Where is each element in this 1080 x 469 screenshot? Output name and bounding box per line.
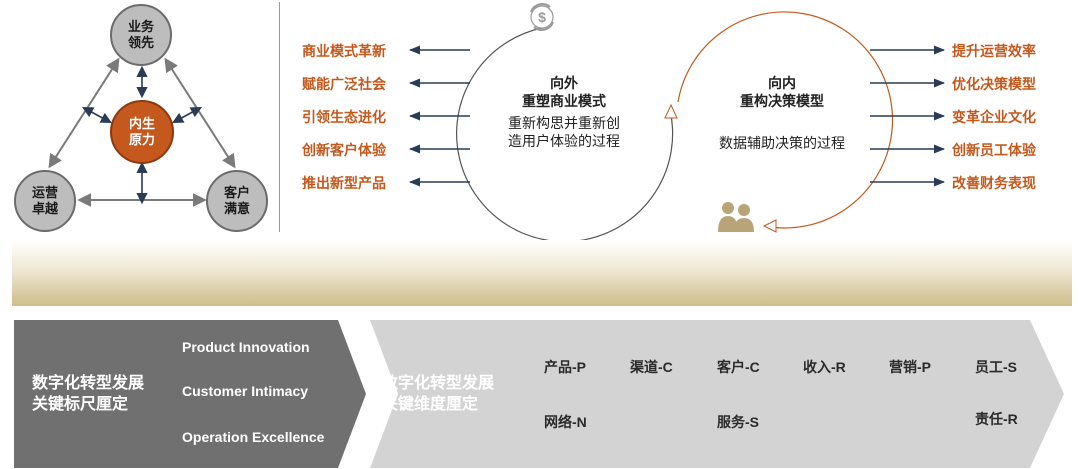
inward-item-2: 优化决策模型 (952, 76, 1036, 92)
divider-gradient (12, 240, 1072, 306)
node-operation-excellence: 运营 卓越 (14, 170, 76, 232)
dimension-staff: 员工-S (975, 359, 1017, 375)
inward-arrowhead (762, 219, 777, 233)
dimension-product: 产品-P (544, 359, 586, 375)
outward-item-3: 引领生态进化 (302, 109, 386, 125)
outward-item-5: 推出新型产品 (302, 175, 386, 191)
edge-top-right (164, 57, 236, 169)
outward-arrowhead (664, 103, 678, 119)
svg-text:$: $ (538, 9, 546, 25)
benchmark-customer-intimacy: Customer Intimacy (182, 383, 309, 399)
right-chevron (370, 320, 1064, 468)
outward-title-line2: 重塑商业模式 (522, 93, 606, 109)
dimension-responsibility: 责任-R (975, 411, 1018, 427)
dimension-marketing: 营销-P (889, 359, 931, 375)
outward-item-4: 创新客户体验 (302, 142, 386, 158)
outward-circle (456, 27, 674, 240)
outward-description: 重新构思并重新创 造用户体验的过程 (494, 114, 634, 150)
inward-circle (677, 11, 894, 229)
bottom-chevrons (14, 320, 1064, 468)
inward-item-1: 提升运营效率 (952, 43, 1036, 59)
outward-title-line1: 向外 (550, 75, 578, 91)
outward-desc-line2: 造用户体验的过程 (508, 133, 620, 149)
inward-item-5: 改善财务表现 (952, 175, 1036, 191)
right-title-line2: 关键维度厘定 (382, 396, 479, 413)
outward-desc-line1: 重新构思并重新创 (508, 115, 620, 131)
dimension-channel: 渠道-C (630, 359, 673, 375)
outward-item-1: 商业模式革新 (302, 43, 386, 59)
spoke-right (172, 106, 202, 124)
edge-top-left (48, 57, 120, 169)
dollar-cycle-icon: $ (529, 3, 555, 31)
left-title-line2: 关键标尺厘定 (32, 396, 129, 413)
divider (279, 2, 280, 232)
inward-title-line2: 重构决策模型 (740, 93, 824, 109)
cycle-diagram: $ (408, 3, 946, 240)
inward-item-4: 创新员工体验 (952, 142, 1036, 158)
dimension-service: 服务-S (717, 414, 759, 430)
inward-description: 数据辅助决策的过程 (719, 135, 845, 151)
outward-item-2: 赋能广泛社会 (302, 76, 386, 92)
inward-title-line1: 向内 (768, 75, 796, 91)
node-business-leading: 业务 领先 (110, 4, 172, 66)
right-chevron-title: 数字化转型发展 关键维度厘定 (382, 373, 494, 415)
benchmark-product-innovation: Product Innovation (182, 339, 310, 355)
dimension-revenue: 收入-R (803, 359, 846, 375)
left-title-line1: 数字化转型发展 (32, 375, 145, 392)
triangle-connectors (48, 57, 236, 207)
spoke-left (82, 106, 112, 124)
benchmark-operation-excellence: Operation Excellence (182, 429, 325, 445)
dimension-network: 网络-N (544, 414, 587, 430)
inward-item-3: 变革企业文化 (952, 109, 1036, 125)
node-inner-force: 内生 原力 (110, 100, 174, 164)
right-title-line1: 数字化转型发展 (382, 375, 495, 392)
people-icon (718, 202, 754, 232)
outward-title: 向外 重塑商业模式 (494, 74, 634, 110)
left-chevron (14, 320, 366, 468)
dimension-customer: 客户-C (717, 359, 760, 375)
node-customer-satisfaction: 客户 满意 (206, 170, 268, 232)
left-chevron-title: 数字化转型发展 关键标尺厘定 (32, 373, 144, 415)
inward-title: 向内 重构决策模型 (712, 74, 852, 110)
